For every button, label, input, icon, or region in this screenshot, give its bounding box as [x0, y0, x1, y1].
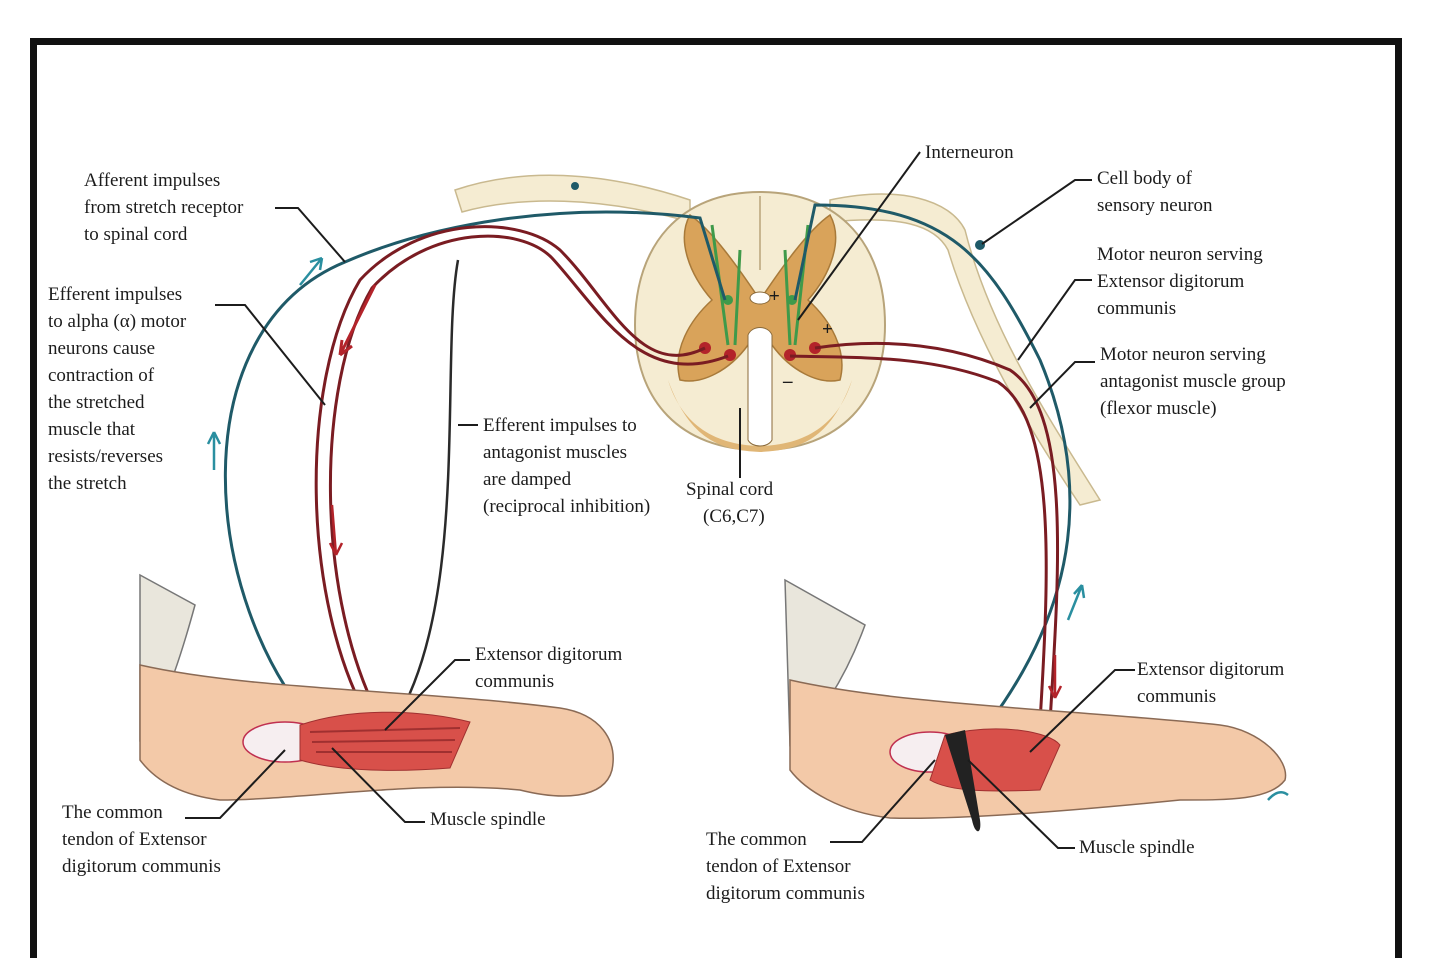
label-spinal-level: (C6,C7): [703, 506, 765, 527]
label-efferent-alpha: Efferent impulses to alpha (α) motor neu…: [48, 284, 187, 494]
arrow-motor-down-left-2: [328, 504, 344, 556]
motor-neuron-left-outer: [314, 225, 706, 723]
label-interneuron: Interneuron: [925, 142, 1014, 163]
sensory-ganglion-right: [975, 240, 985, 250]
leader-extensor-right: [1029, 669, 1135, 753]
leader-spindle-right: [967, 759, 1075, 849]
leader-afferent: [275, 207, 346, 263]
arrow-motor-down-left: [338, 284, 377, 357]
label-tendon-right: The common tendon of Extensor digitorum …: [706, 829, 865, 904]
label-extensor-right: Extensor digitorum communis: [1137, 659, 1285, 707]
leader-interneuron: [797, 151, 921, 321]
leader-motor-antagonist: [1029, 361, 1095, 409]
sensory-ganglion-left: [571, 182, 579, 190]
finger-motion-arrow: [1267, 791, 1289, 801]
label-spindle-right: Muscle spindle: [1079, 837, 1195, 858]
motor-neuron-right-outer: [814, 341, 1060, 723]
leader-extensor-left: [384, 659, 470, 731]
label-cell-body-sensory: Cell body of sensory neuron: [1097, 168, 1213, 216]
label-motor-neuron-extensor: Motor neuron serving Extensor digitorum …: [1097, 244, 1263, 319]
leader-motor-extensor: [1017, 279, 1092, 361]
motor-cell-body-left-inner: [724, 349, 736, 361]
reflex-hammer: [945, 730, 981, 832]
stretch-reflex-illustration: [139, 151, 1289, 849]
leader-cell-body: [981, 179, 1092, 245]
label-plus-left: +: [769, 286, 780, 307]
leader-tendon-left: [185, 749, 286, 819]
label-plus-right: +: [822, 319, 833, 340]
motor-neuron-right-inner: [789, 354, 1048, 723]
label-spindle-left: Muscle spindle: [430, 809, 546, 830]
motor-cell-body-right-inner: [784, 349, 796, 361]
sensory-neuron-left: [223, 210, 727, 732]
label-tendon-left: The common tendon of Extensor digitorum …: [62, 802, 221, 877]
label-motor-neuron-antagonist: Motor neuron serving antagonist muscle g…: [1100, 344, 1286, 419]
leader-tendon-right: [830, 759, 936, 843]
dorsal-root-right: [829, 193, 1102, 506]
label-efferent-antagonist: Efferent impulses to antagonist muscles …: [483, 415, 651, 517]
label-afferent-impulses: Afferent impulses from stretch receptor …: [84, 170, 244, 245]
label-extensor-left: Extensor digitorum communis: [475, 644, 623, 692]
motor-neuron-left-inner: [329, 234, 729, 723]
arrow-sensory-up-left-2: [206, 431, 222, 470]
label-minus-right: –: [783, 371, 793, 392]
anterior-fissure: [747, 327, 773, 447]
central-canal: [749, 291, 771, 305]
label-spinal-cord: Spinal cord: [686, 479, 774, 500]
leader-efferent-alpha: [215, 304, 326, 406]
diagram-frame: [30, 38, 1402, 958]
arrow-sensory-up-right: [1066, 584, 1086, 621]
antagonist-neuron-left: [393, 259, 460, 723]
sensory-neuron-right: [793, 203, 1072, 723]
leader-spindle-left: [331, 747, 425, 823]
arrow-sensory-up-left: [299, 256, 324, 286]
arrow-motor-down-right: [1047, 655, 1063, 699]
